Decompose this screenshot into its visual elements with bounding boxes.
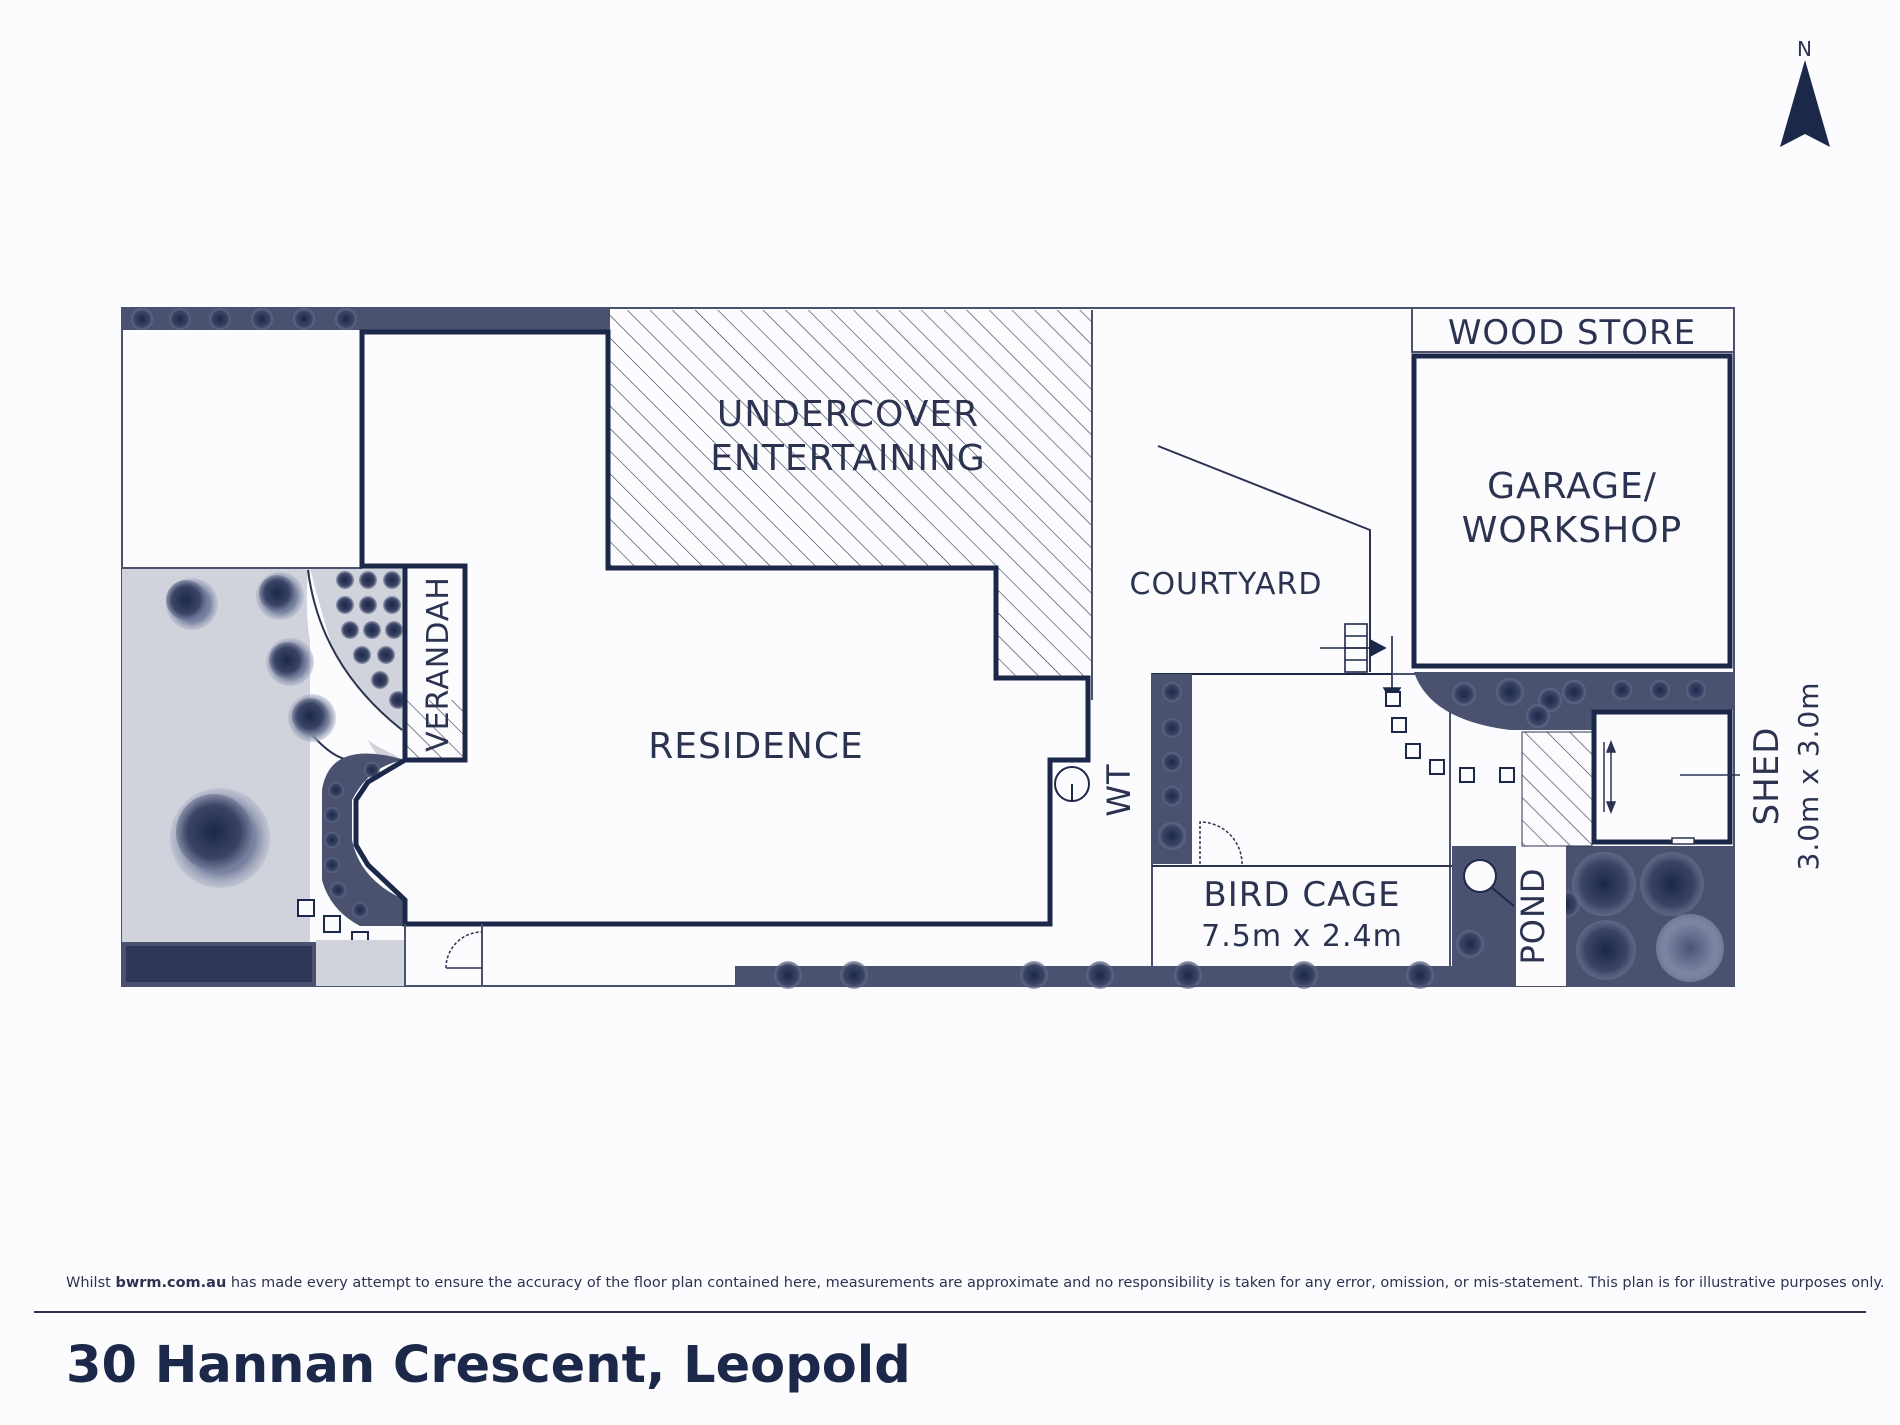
water-tank-icon [1054,766,1090,802]
bird-cage-door [1199,821,1243,865]
garden-path [310,568,410,760]
pond-garden-trees [1456,852,1724,982]
label-courtyard: COURTYARD [1130,567,1323,602]
path-edge [307,569,403,731]
footer-divider [34,1311,1866,1313]
aviary-shrubs [1158,682,1186,850]
hedge-shrubs-top [131,308,357,330]
hedge-shrubs-bottom [774,961,1434,989]
verandah-shrubs [336,571,407,709]
shed-hatch [1521,731,1593,847]
label-pond: POND [1514,867,1552,964]
garage-workshop [1411,353,1733,669]
garden-bed-dark [322,753,405,926]
verandah-hatch [405,700,465,760]
disclaimer-site-link[interactable]: bwrm.com.au [115,1275,227,1291]
pond-icon [1463,859,1497,893]
garage-hedge-shrubs [1452,678,1706,728]
garden-strip [316,940,406,986]
label-verandah: VERANDAH [421,576,456,752]
disclaimer: Whilst bwrm.com.au has made every attemp… [66,1275,1885,1291]
label-wood-store: WOOD STORE [1448,313,1696,353]
floor-plan: N [121,37,1830,989]
label-residence: RESIDENCE [648,726,864,767]
courtyard-path-line [1157,445,1371,672]
label-shed: SHED [1747,727,1787,826]
label-undercover-1: UNDERCOVER [717,394,979,435]
undercover-entertaining-area [608,310,1092,678]
label-bird-cage-size: 7.5m x 2.4m [1201,919,1403,954]
north-arrow-icon: N [1780,37,1830,147]
label-shed-size: 3.0m x 3.0m [1792,682,1825,871]
garden-bed-bottom-left-inner [126,946,312,982]
shed-door-icon [1603,739,1740,845]
property-address: 30 Hannan Crescent, Leopold [66,1336,911,1395]
label-undercover-2: ENTERTAINING [710,438,986,479]
garden-trees [166,572,336,888]
boundary-hedge-top [122,308,610,330]
svg-text:N: N [1797,37,1813,61]
wood-store [1411,307,1735,353]
bed-shrubs [324,762,380,918]
front-garden [122,568,310,986]
pond-label-bg [1516,846,1566,986]
shed [1591,709,1733,845]
label-wt: WT [1100,763,1138,816]
door-symbol [404,924,483,986]
label-bird-cage: BIRD CAGE [1203,875,1400,915]
stepping-stones-courtyard [1385,691,1515,783]
label-garage-1: GARAGE/ [1487,466,1657,507]
label-garage-2: WORKSHOP [1462,510,1683,551]
